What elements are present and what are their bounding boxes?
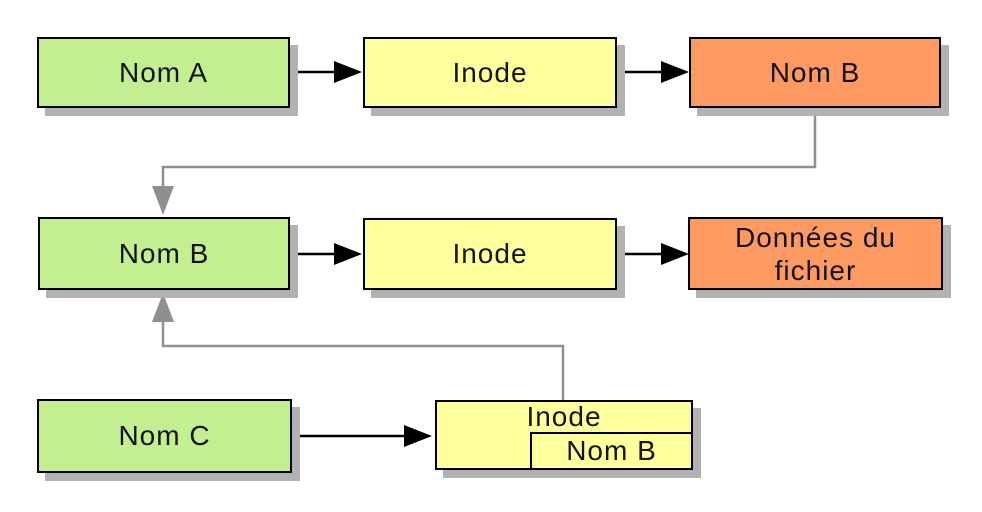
node-nom-b-green: Nom B [38,217,290,290]
arrow-inode-to-nom-b-head [661,61,689,83]
node-inode-1: Inode [363,37,617,108]
node-donnees-label: Données du fichier [735,221,896,287]
node-nom-b-orange: Nom B [689,37,941,108]
node-nom-c-label: Nom C [118,420,211,451]
node-nom-b-nested: Nom B [530,432,693,470]
node-nom-c: Nom C [37,399,292,473]
arrow-nom-b-to-inode-head [334,243,362,265]
arrow-nom-a-to-inode-head [334,61,362,83]
node-donnees-label-line2: fichier [774,254,857,286]
node-inode-3-label: Inode [526,401,602,432]
gray-elbow-inode-to-green-line [161,320,565,400]
gray-elbow-orange-to-green-line [161,110,817,188]
node-donnees-label-line1: Données du [734,221,896,253]
gray-elbow-inode-to-green-head [152,293,174,322]
arrow-nom-c-to-inode-head [404,425,432,447]
node-inode-2: Inode [363,218,617,290]
node-nom-b-green-label: Nom B [118,237,210,269]
node-nom-a-label: Nom A [118,56,209,88]
node-donnees-du-fichier: Données du fichier [688,217,943,290]
node-inode-3: Inode Nom B [435,400,693,470]
node-nom-b-orange-label: Nom B [769,56,861,88]
node-inode-2-label: Inode [452,238,528,269]
node-nom-a: Nom A [37,37,290,108]
node-nom-b-nested-label: Nom B [566,435,657,466]
arrow-inode-to-donnees-head [661,243,689,265]
node-inode-1-label: Inode [452,56,528,88]
gray-elbow-orange-to-green-head [152,186,174,215]
